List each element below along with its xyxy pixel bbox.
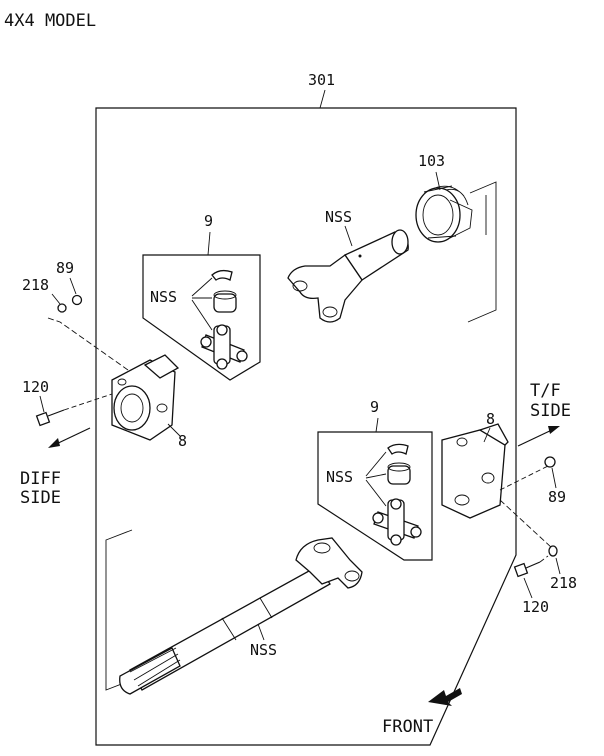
- label-nss-lower-kit: NSS: [326, 468, 353, 486]
- diff-side-line2: SIDE: [20, 488, 61, 508]
- tf-side-line2: SIDE: [530, 401, 571, 421]
- drive-shaft-part: [119, 537, 363, 695]
- label-9-lower: 9: [370, 398, 379, 416]
- upper-kit-panel: [142, 254, 261, 381]
- model-title: 4X4 MODEL: [4, 11, 96, 31]
- label-218-left: 218: [22, 276, 49, 294]
- leader-89-right: [551, 467, 557, 489]
- lower-kit-parts: [372, 443, 422, 546]
- nut-axis-right: [499, 465, 549, 491]
- label-8-right: 8: [486, 410, 495, 428]
- label-nss-shaft: NSS: [250, 641, 277, 659]
- nut-left-icon: [71, 294, 83, 306]
- leader-218-right: [555, 557, 561, 575]
- washer-right-icon: [548, 545, 558, 557]
- bolt-axis-left: [63, 393, 113, 411]
- right-flange-part: [441, 423, 509, 519]
- leader-103: [435, 171, 441, 191]
- label-301: 301: [308, 71, 335, 89]
- leader-nss-shaft: [257, 623, 265, 641]
- assembly-outline: [95, 107, 517, 746]
- lower-frame-line: [105, 529, 133, 691]
- nut-right-icon: [544, 456, 556, 468]
- upper-frame-line: [467, 181, 497, 323]
- leader-89-left: [69, 277, 77, 295]
- front-label: FRONT: [382, 717, 433, 737]
- leaders-nss-lower: [365, 451, 387, 507]
- front-arrow-icon: [428, 688, 462, 706]
- label-120-right: 120: [522, 598, 549, 616]
- leader-301: [319, 89, 326, 109]
- leader-218-left: [51, 293, 61, 305]
- bolt-right-icon: [513, 561, 541, 578]
- leaders-nss-upper: [191, 277, 213, 331]
- left-flange-part: [111, 354, 180, 441]
- bolt-axis-right: [539, 555, 549, 563]
- label-nss-upper-kit: NSS: [150, 288, 177, 306]
- slip-yoke-part: [287, 229, 409, 323]
- axis-line-left: [47, 317, 129, 371]
- diff-side-line1: DIFF: [20, 469, 61, 489]
- label-218-right: 218: [550, 574, 577, 592]
- diff-arrowhead-icon: [48, 438, 60, 448]
- leader-nss-yoke: [344, 225, 353, 247]
- label-120-left: 120: [22, 378, 49, 396]
- label-89-right: 89: [548, 488, 566, 506]
- washer-left-icon: [57, 303, 67, 313]
- leader-8-right: [483, 427, 491, 443]
- upper-kit-parts: [200, 269, 248, 370]
- leader-9-upper: [207, 231, 211, 256]
- leader-120-left: [39, 395, 45, 413]
- label-89-left: 89: [56, 259, 74, 277]
- lower-kit-panel: [317, 431, 433, 561]
- leader-8-left: [167, 423, 181, 437]
- leader-9-lower: [375, 417, 379, 433]
- label-nss-yoke: NSS: [325, 208, 352, 226]
- axis-line-right: [499, 499, 553, 549]
- leader-120-right: [523, 577, 533, 599]
- bolt-left-icon: [35, 409, 65, 427]
- boot-part: [415, 185, 473, 243]
- label-103: 103: [418, 152, 445, 170]
- tf-side-line1: T/F: [530, 381, 561, 401]
- label-9-upper: 9: [204, 212, 213, 230]
- tf-arrowhead-icon: [548, 426, 560, 434]
- label-8-left: 8: [178, 432, 187, 450]
